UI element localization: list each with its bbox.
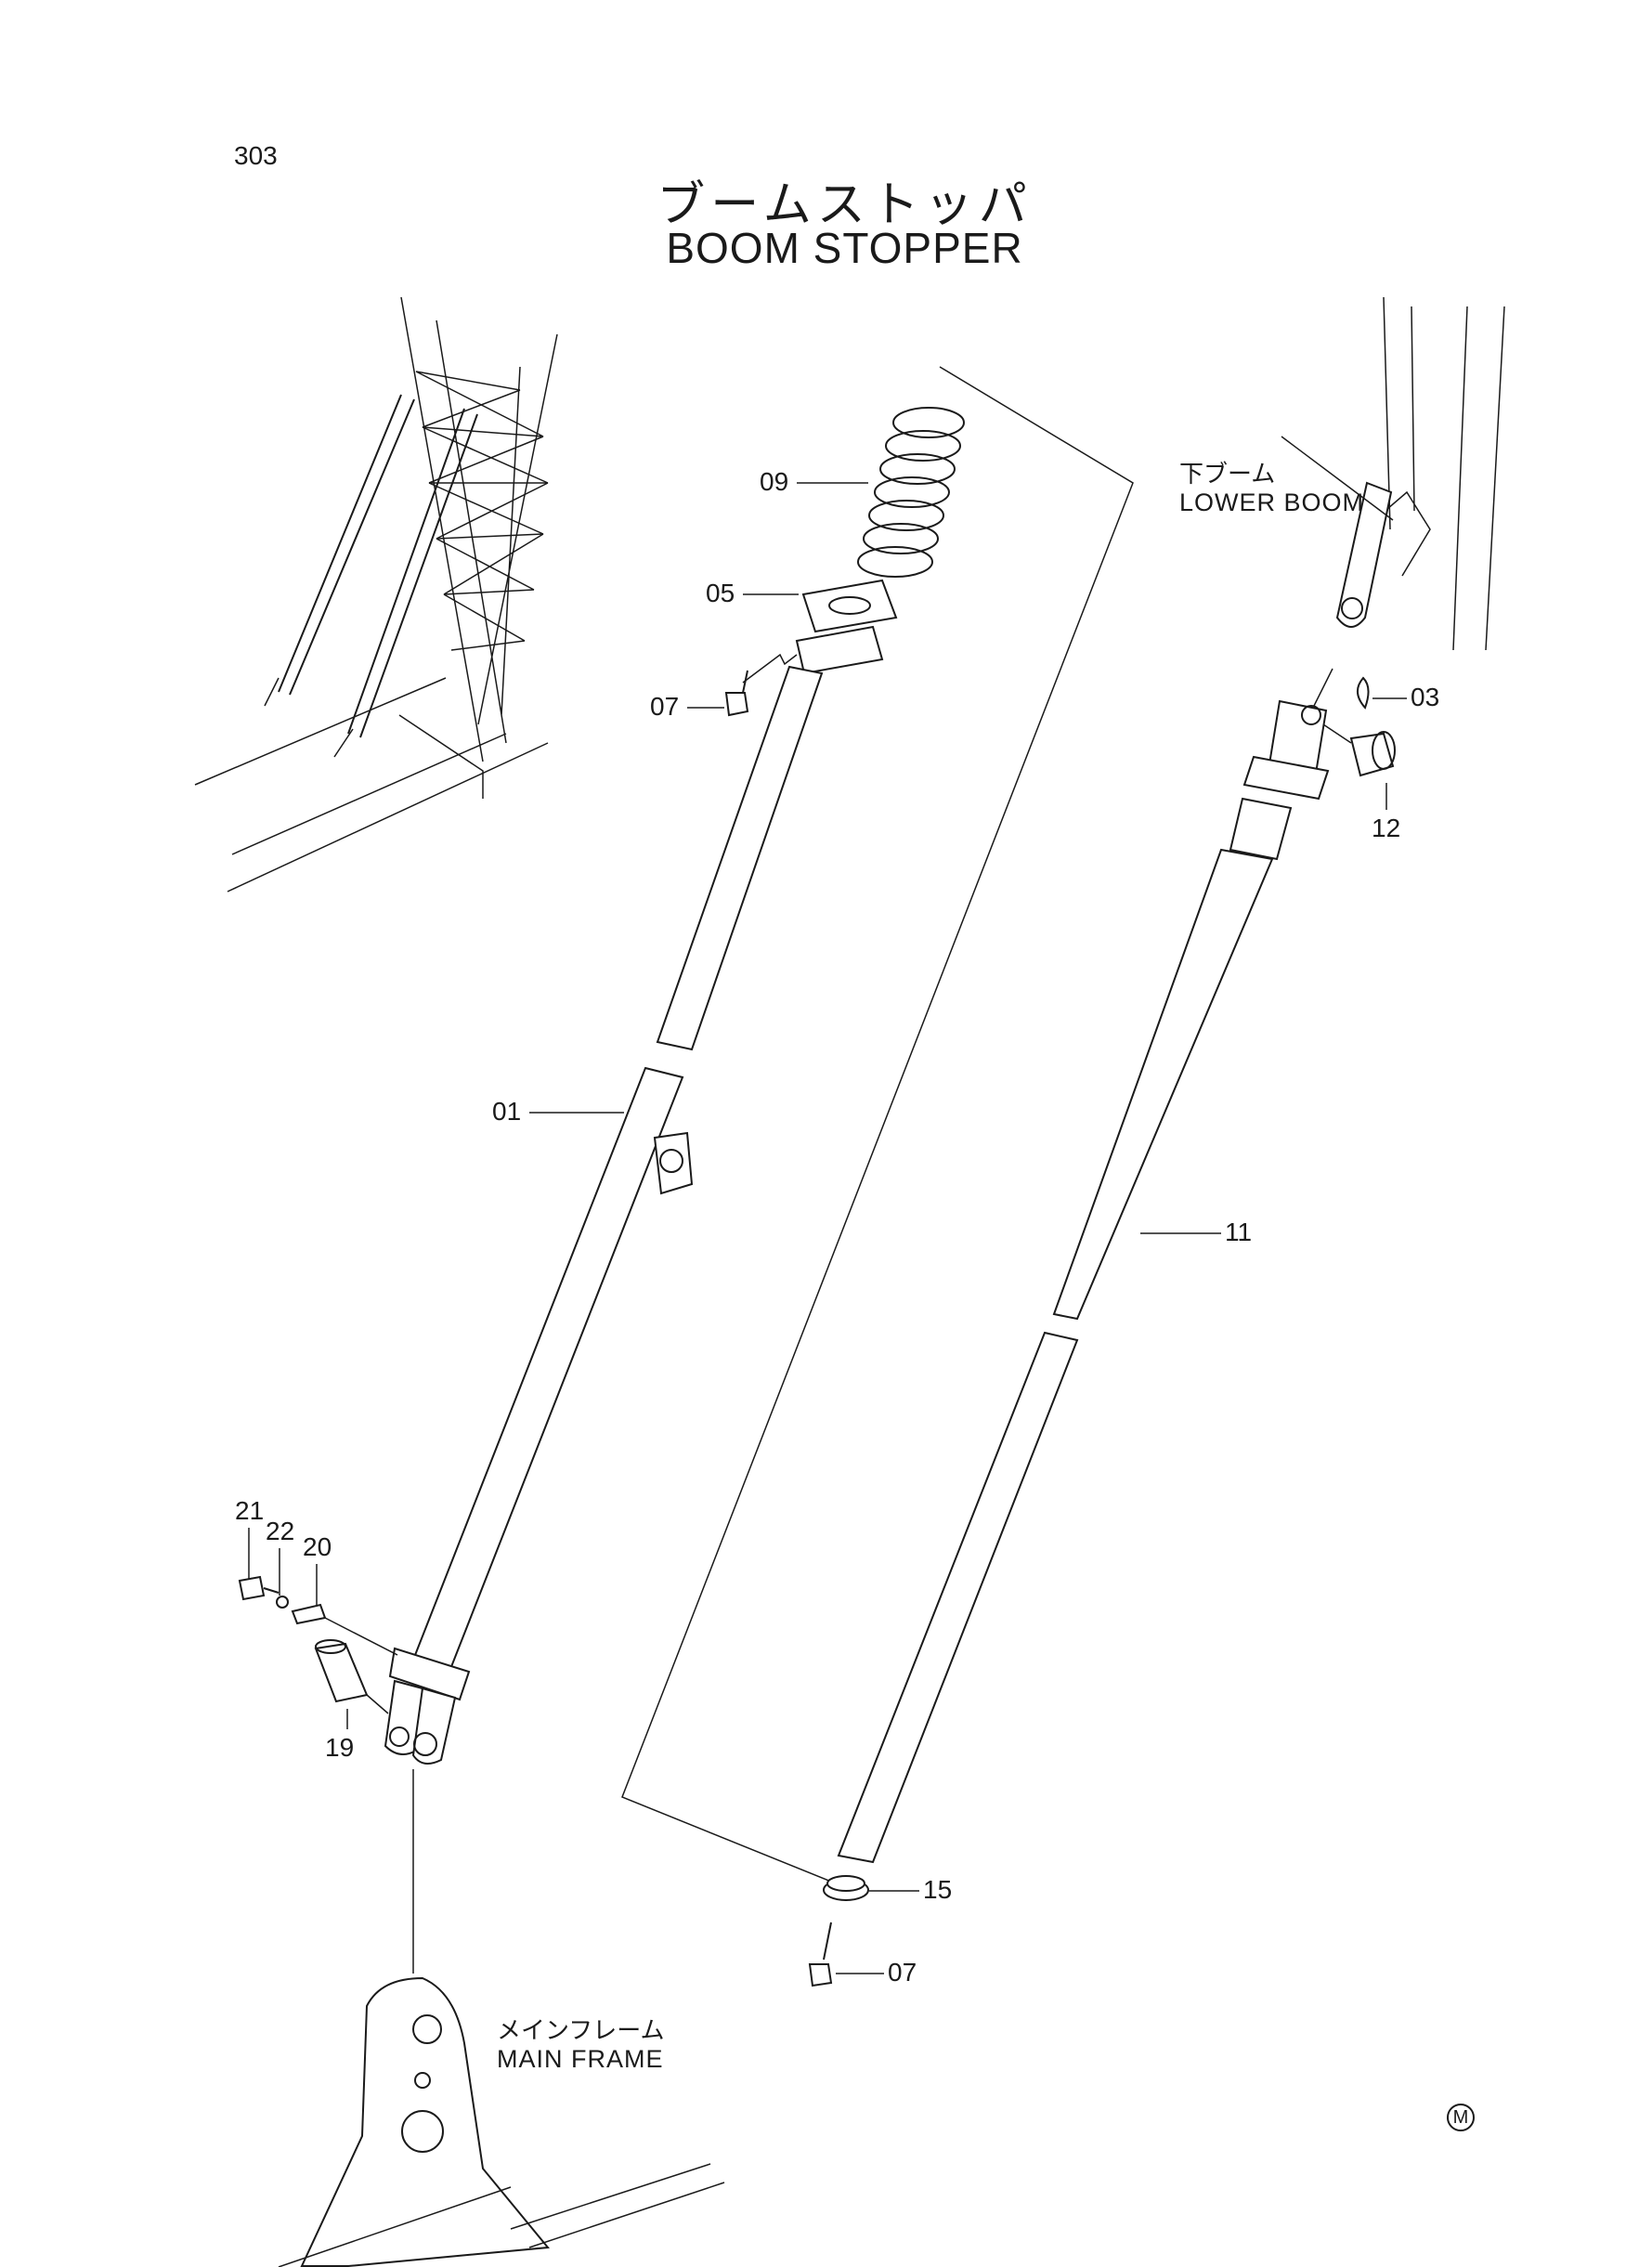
part-11-tube <box>837 699 1330 1864</box>
part-20-lock-plate <box>291 1603 327 1625</box>
callout-22: 22 <box>266 1517 295 1545</box>
callout-03: 03 <box>1411 683 1440 711</box>
part-21-bolt <box>238 1575 280 1601</box>
part-12-pin <box>1349 731 1396 777</box>
main-frame-label: MAIN FRAME <box>497 2045 664 2073</box>
part-01-tube <box>407 665 824 1683</box>
part-07-bolt-top <box>724 670 749 717</box>
tube-11-alignment-line <box>1313 668 1333 707</box>
callout-15: 15 <box>923 1875 953 1904</box>
circle-m-letter: M <box>1452 2107 1469 2128</box>
lower-boom-label-japanese: 下ブーム <box>1179 461 1276 489</box>
tube-01-clevis <box>384 1647 471 1765</box>
callout-09: 09 <box>760 467 789 496</box>
callout-07-bottom: 07 <box>888 1958 917 1987</box>
circle-m-mark: M <box>1447 2104 1475 2131</box>
part-07-bolt-bottom <box>808 1922 833 1987</box>
part-09-spring <box>857 407 965 578</box>
part-15-cap <box>823 1875 869 1901</box>
part-19-shaft <box>314 1639 369 1703</box>
page-title-japanese: ブームストッパ <box>657 177 1033 233</box>
callout-07-top: 07 <box>650 692 680 721</box>
part-03-cotter-pin <box>1357 676 1370 710</box>
callout-19: 19 <box>325 1733 355 1762</box>
main-frame-bracket <box>278 1976 725 2267</box>
page-title: BOOM STOPPER <box>666 224 1023 272</box>
callout-01: 01 <box>492 1097 522 1126</box>
lower-boom-reference <box>1281 296 1505 651</box>
callout-05: 05 <box>706 579 735 607</box>
leader-lines <box>248 482 1407 1974</box>
callout-21: 21 <box>235 1496 265 1525</box>
part-22-washer <box>276 1596 289 1609</box>
tube-upper-flange <box>795 625 884 675</box>
lower-boom-label: LOWER BOOM <box>1179 489 1365 516</box>
callout-11: 11 <box>1225 1218 1253 1246</box>
page-number: 303 <box>234 141 278 170</box>
main-frame-label-japanese: メインフレーム <box>497 2017 665 2045</box>
callout-20: 20 <box>303 1532 332 1561</box>
callout-12: 12 <box>1372 814 1401 842</box>
part-05-plate <box>801 579 898 633</box>
assembly-envelope-line <box>621 366 1134 1886</box>
machine-overview-inset <box>194 296 558 892</box>
